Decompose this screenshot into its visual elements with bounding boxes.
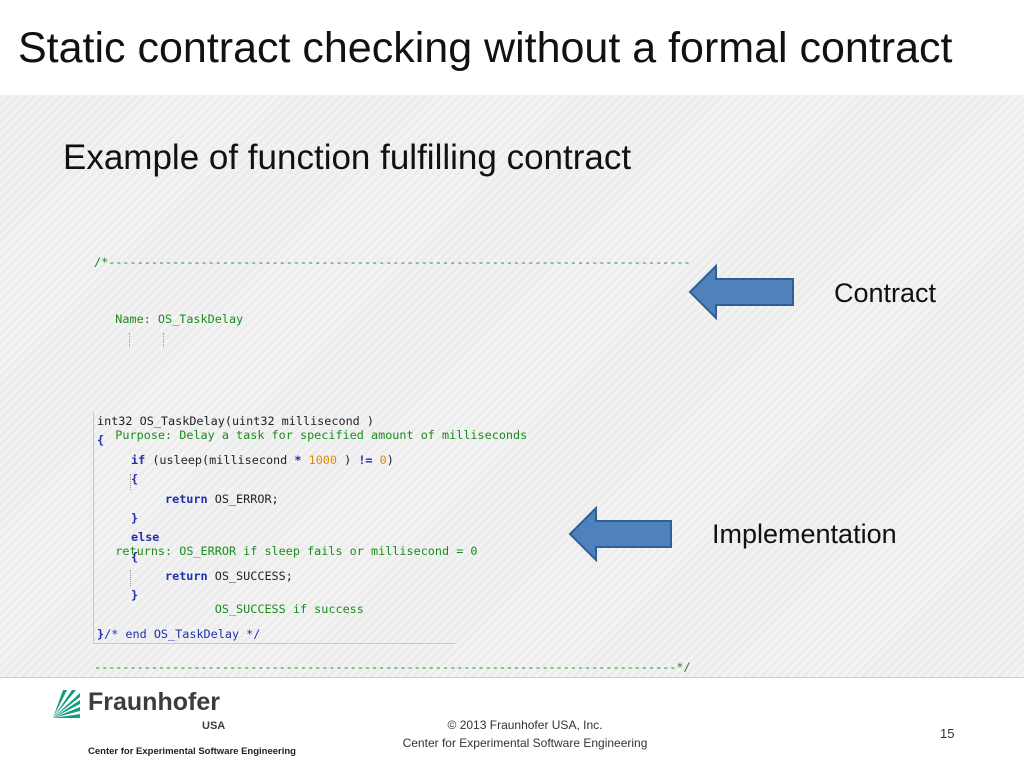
comment-line: Name: OS_TaskDelay bbox=[94, 312, 244, 327]
slide-title: Static contract checking without a forma… bbox=[18, 24, 953, 72]
return-keyword: return bbox=[165, 492, 208, 506]
logo-subtitle: Center for Experimental Software Enginee… bbox=[88, 746, 296, 757]
comment-line: Purpose: Delay a task for specified amou… bbox=[94, 428, 528, 443]
multiply-operator: * bbox=[294, 453, 302, 467]
code-line: { bbox=[131, 548, 138, 567]
logo-name: Fraunhofer bbox=[88, 688, 220, 716]
code-line-if: if (usleep(millisecond * 1000 ) != 0) bbox=[131, 451, 394, 470]
number-literal: 0 bbox=[372, 453, 387, 467]
copyright-notice: © 2013 Fraunhofer USA, Inc. Center for E… bbox=[380, 716, 670, 752]
open-brace: { bbox=[131, 472, 139, 486]
copyright-org-line: Center for Experimental Software Enginee… bbox=[402, 736, 648, 750]
open-brace: { bbox=[131, 550, 139, 564]
function-signature: int32 OS_TaskDelay(uint32 millisecond ) bbox=[97, 414, 374, 428]
else-keyword: else bbox=[131, 530, 160, 544]
slide-content-area bbox=[0, 95, 1024, 677]
code-line-end: }/* end OS_TaskDelay */ bbox=[97, 625, 260, 644]
code-line: } bbox=[131, 586, 138, 605]
close-brace: } bbox=[97, 627, 105, 641]
if-call: (usleep(millisecond bbox=[145, 453, 295, 467]
indent-guide bbox=[130, 474, 131, 490]
code-line-signature: int32 OS_TaskDelay(uint32 millisecond ) bbox=[97, 412, 374, 431]
fraunhofer-logo-mark-icon bbox=[52, 688, 82, 720]
logo-region: USA bbox=[202, 720, 226, 732]
code-line: { bbox=[97, 431, 104, 450]
indent-guide bbox=[163, 333, 164, 347]
close-paren: ) bbox=[337, 453, 359, 467]
contract-comment-block: /*--------------------------------------… bbox=[94, 214, 691, 696]
footer-divider bbox=[0, 677, 1024, 678]
return-value: OS_ERROR; bbox=[207, 492, 279, 506]
contract-label: Contract bbox=[834, 278, 937, 308]
close-paren: ) bbox=[386, 453, 394, 467]
close-brace: } bbox=[131, 511, 139, 525]
comment-line: /*--------------------------------------… bbox=[94, 254, 691, 269]
not-equal-operator: != bbox=[358, 453, 373, 467]
indent-guide bbox=[129, 333, 130, 347]
number-literal: 1000 bbox=[301, 453, 337, 467]
title-bar: Static contract checking without a forma… bbox=[0, 0, 1024, 95]
if-keyword: if bbox=[131, 453, 146, 467]
close-brace: } bbox=[131, 588, 139, 602]
code-line: else bbox=[131, 528, 159, 547]
comment-line: ----------------------------------------… bbox=[94, 659, 691, 674]
comment-line: returns: OS_ERROR if sleep fails or mill… bbox=[94, 544, 478, 559]
page-number: 15 bbox=[940, 726, 955, 741]
implementation-label: Implementation bbox=[712, 519, 897, 549]
implementation-arrow-icon bbox=[568, 506, 672, 562]
code-line: return OS_ERROR; bbox=[165, 490, 279, 509]
fraunhofer-logo: Fraunhofer USA Center for Experimental S… bbox=[50, 686, 296, 760]
comment-line bbox=[94, 368, 691, 387]
code-line: } bbox=[131, 509, 138, 528]
end-comment: /* end OS_TaskDelay */ bbox=[104, 627, 261, 641]
implementation-code-block: int32 OS_TaskDelay(uint32 millisecond ) … bbox=[93, 412, 455, 644]
indent-guide bbox=[130, 570, 131, 586]
contract-arrow-icon bbox=[688, 264, 794, 320]
copyright-line: © 2013 Fraunhofer USA, Inc. bbox=[447, 718, 603, 732]
return-keyword: return bbox=[165, 569, 208, 583]
open-brace: { bbox=[97, 433, 105, 447]
return-value: OS_SUCCESS; bbox=[207, 569, 293, 583]
comment-line: OS_SUCCESS if success bbox=[94, 601, 364, 616]
code-line: return OS_SUCCESS; bbox=[165, 567, 293, 586]
code-line: { bbox=[131, 470, 138, 489]
slide-subtitle: Example of function fulfilling contract bbox=[63, 138, 632, 177]
